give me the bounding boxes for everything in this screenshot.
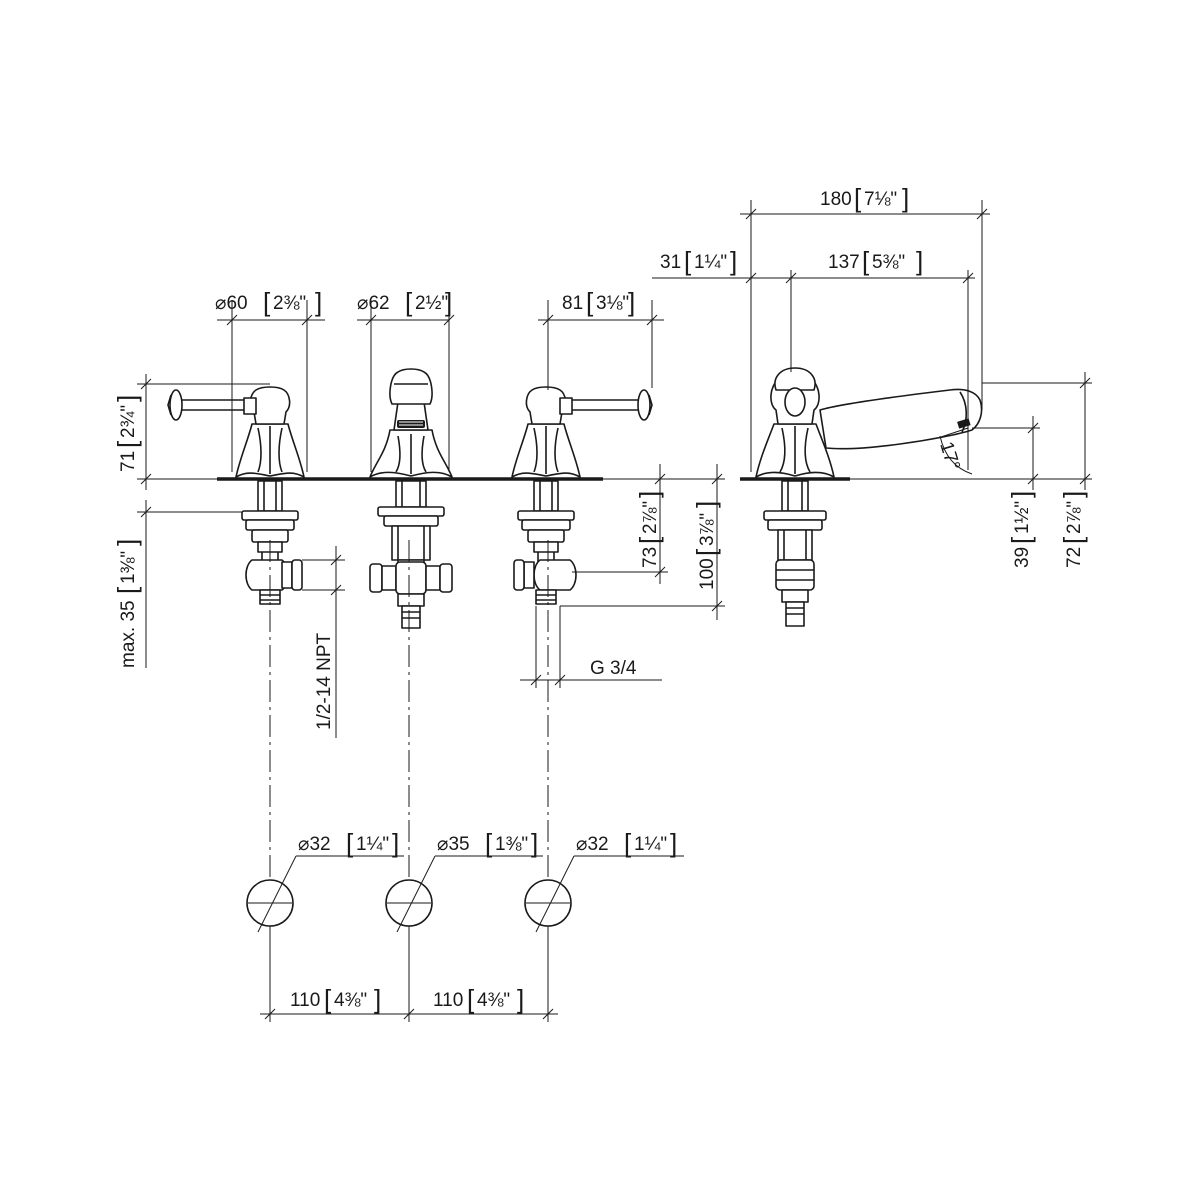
svg-text:]: ] <box>112 395 142 402</box>
dim-71: 71 [ 2¾" ] <box>112 395 142 472</box>
svg-text:100: 100 <box>697 558 718 590</box>
svg-text:]: ] <box>517 984 524 1014</box>
dim-angle-17: 17° <box>935 439 963 473</box>
right-handle-valve <box>511 386 653 605</box>
svg-text:5⅜": 5⅜" <box>872 252 905 273</box>
svg-text:3⅛": 3⅛" <box>596 293 629 314</box>
svg-text:31: 31 <box>660 252 681 273</box>
svg-text:[: [ <box>1006 536 1036 544</box>
svg-text:1¼": 1¼" <box>694 252 727 273</box>
svg-text:]: ] <box>1058 491 1088 498</box>
svg-text:[: [ <box>684 246 692 276</box>
svg-text:]: ] <box>730 246 737 276</box>
svg-text:⌀32: ⌀32 <box>298 834 331 855</box>
svg-text:[: [ <box>862 246 870 276</box>
dim-31: 31 [ 1¼" ] <box>660 246 737 276</box>
svg-text:137: 137 <box>828 252 860 273</box>
dim-g34: G 3/4 <box>590 658 637 679</box>
dim-spacing-2: 110 [ 4⅜" ] <box>433 984 524 1014</box>
svg-text:]: ] <box>916 246 923 276</box>
svg-text:110: 110 <box>290 990 320 1011</box>
svg-text:3⅞": 3⅞" <box>697 513 718 546</box>
svg-text:1½": 1½" <box>1012 501 1033 534</box>
svg-text:71: 71 <box>118 451 139 472</box>
svg-text:]: ] <box>634 491 664 498</box>
dim-39: 39 [ 1½" ] <box>1006 491 1036 568</box>
spout-front <box>369 368 453 629</box>
svg-text:max. 35: max. 35 <box>118 600 139 668</box>
svg-text:81: 81 <box>562 293 583 314</box>
svg-text:[: [ <box>263 287 271 317</box>
svg-text:⌀35: ⌀35 <box>437 834 470 855</box>
dim-npt: 1/2-14 NPT <box>314 632 335 730</box>
spout-side-view <box>755 367 983 627</box>
svg-text:]: ] <box>445 287 452 317</box>
svg-text:[: [ <box>467 984 475 1014</box>
dim-81: 81 [ 3⅛" ] <box>562 287 635 317</box>
svg-text:]: ] <box>531 828 538 858</box>
svg-text:[: [ <box>112 586 142 594</box>
svg-text:39: 39 <box>1012 547 1033 568</box>
svg-text:⌀62: ⌀62 <box>357 293 390 314</box>
dim-hole-2: ⌀35 [ 1⅜" ] <box>437 828 538 858</box>
svg-text:[: [ <box>691 548 721 556</box>
svg-text:2½": 2½" <box>415 293 448 314</box>
svg-text:72: 72 <box>1064 547 1085 568</box>
svg-text:⌀32: ⌀32 <box>576 834 609 855</box>
svg-text:[: [ <box>1058 536 1088 544</box>
dim-hole-1: ⌀32 [ 1¼" ] <box>298 828 399 858</box>
svg-text:7⅛": 7⅛" <box>864 189 897 210</box>
dim-72: 72 [ 2⅞" ] <box>1058 491 1088 568</box>
svg-text:]: ] <box>315 287 322 317</box>
svg-text:2⅞": 2⅞" <box>1064 501 1085 534</box>
svg-text:[: [ <box>854 183 862 213</box>
dim-diameter-60: ⌀60 [ 2⅜" ] <box>215 287 322 317</box>
left-handle-valve <box>167 386 305 605</box>
svg-text:[: [ <box>324 984 332 1014</box>
svg-text:[: [ <box>586 287 594 317</box>
svg-text:[: [ <box>485 828 493 858</box>
dim-137: 137 [ 5⅜" ] <box>828 246 923 276</box>
svg-text:[: [ <box>405 287 413 317</box>
svg-text:1⅜": 1⅜" <box>118 551 139 584</box>
svg-text:[: [ <box>634 536 664 544</box>
svg-text:]: ] <box>628 287 635 317</box>
dim-100: 100 [ 3⅞" ] <box>691 501 721 590</box>
svg-text:]: ] <box>670 828 677 858</box>
svg-text:]: ] <box>902 183 909 213</box>
dim-hole-3: ⌀32 [ 1¼" ] <box>576 828 677 858</box>
svg-text:]: ] <box>374 984 381 1014</box>
svg-text:1⅜": 1⅜" <box>495 834 528 855</box>
dim-max-35: max. 35 [ 1⅜" ] <box>112 539 142 668</box>
svg-text:4⅜": 4⅜" <box>477 990 510 1011</box>
svg-text:⌀60: ⌀60 <box>215 293 248 314</box>
svg-text:]: ] <box>691 501 721 508</box>
svg-text:4⅜": 4⅜" <box>334 990 367 1011</box>
dim-180: 180 [ 7⅛" ] <box>820 183 909 213</box>
mounting-holes <box>246 855 684 933</box>
dim-73: 73 [ 2⅞" ] <box>634 491 664 568</box>
svg-text:]: ] <box>392 828 399 858</box>
dim-diameter-62: ⌀62 [ 2½" ] <box>357 287 452 317</box>
svg-text:]: ] <box>1006 491 1036 498</box>
svg-text:1¼": 1¼" <box>356 834 389 855</box>
svg-text:73: 73 <box>640 547 661 568</box>
svg-text:[: [ <box>112 440 142 448</box>
dimension-labels: ⌀60 [ 2⅜" ] ⌀62 [ 2½" ] 81 [ 3⅛" ] 180 [… <box>112 183 1088 1014</box>
svg-text:2¾": 2¾" <box>118 405 139 438</box>
svg-text:[: [ <box>624 828 632 858</box>
svg-text:110: 110 <box>433 990 463 1011</box>
dim-spacing-1: 110 [ 4⅜" ] <box>290 984 381 1014</box>
svg-text:[: [ <box>346 828 354 858</box>
svg-text:2⅞": 2⅞" <box>640 501 661 534</box>
svg-text:]: ] <box>112 539 142 546</box>
svg-text:2⅜": 2⅜" <box>273 293 306 314</box>
svg-text:180: 180 <box>820 189 852 210</box>
dimension-lines <box>137 200 1092 1022</box>
svg-text:1¼": 1¼" <box>634 834 667 855</box>
